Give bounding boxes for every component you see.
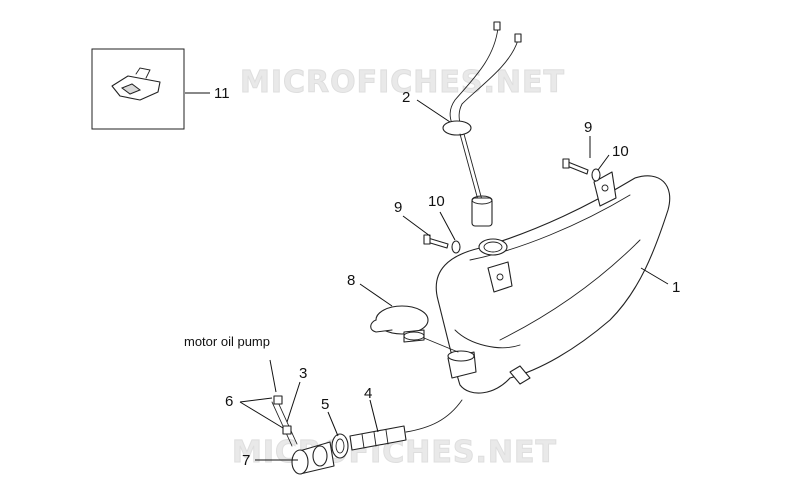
callout-11: 11: [214, 85, 230, 102]
callout-10-right: 10: [612, 143, 629, 160]
callout-9-left: 9: [394, 199, 402, 216]
callout-4: 4: [364, 385, 372, 402]
callout-3: 3: [299, 365, 307, 382]
callout-1: 1: [672, 279, 680, 296]
part-3-pump-line: [271, 395, 298, 447]
part-4-hose: [349, 399, 463, 451]
watermark-top: MICROFICHES.NET: [240, 65, 565, 100]
part-1-oil-tank: [435, 171, 671, 394]
callout-6: 6: [225, 393, 233, 410]
leader-lines: [185, 92, 669, 461]
part-7-fitting: [291, 441, 335, 475]
part-10-washer-left: [451, 240, 461, 254]
callout-9-right: 9: [584, 119, 592, 136]
callout-2: 2: [402, 89, 410, 106]
callout-7: 7: [242, 452, 250, 469]
callout-8: 8: [347, 272, 355, 289]
part-11-inset: [91, 48, 185, 130]
part-2-level-sensor: [442, 21, 522, 227]
part-9-bolt-left: [423, 234, 449, 249]
part-8-filler-cap: [370, 305, 459, 353]
part-5-clamp: [331, 433, 349, 459]
motor-oil-pump-caption: motor oil pump: [184, 334, 270, 349]
part-9-bolt-right: [562, 158, 589, 175]
callout-10-left: 10: [428, 193, 445, 210]
part-11-clip: [111, 67, 161, 101]
callout-5: 5: [321, 396, 329, 413]
part-10-washer-right: [591, 168, 601, 182]
